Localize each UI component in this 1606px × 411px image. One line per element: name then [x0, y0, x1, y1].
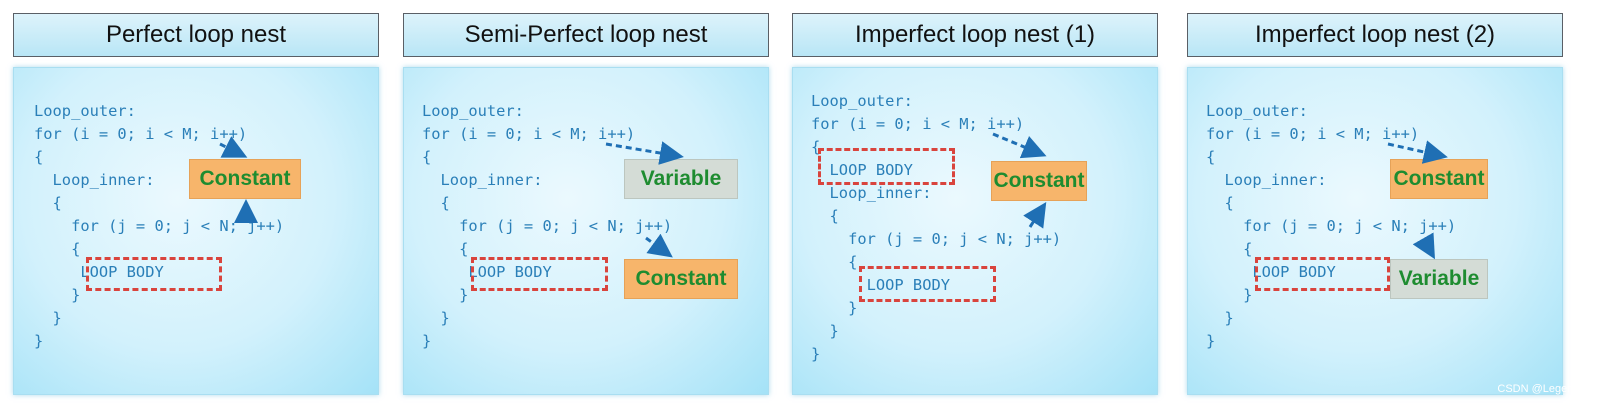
code-box: Loop_outer: for (i = 0; i < M; i++) { Lo… — [13, 67, 379, 395]
code-block: Loop_outer: for (i = 0; i < M; i++) { LO… — [811, 92, 1062, 363]
dependency-arrows — [605, 141, 684, 258]
arrow-m-to-constant — [219, 136, 248, 158]
loop-body-highlight — [86, 257, 222, 291]
panel-semi-perfect-loop-nest: Semi-Perfect loop nest Loop_outer: for (… — [403, 0, 769, 411]
loop-body-highlight — [1255, 257, 1390, 291]
dependency-arrows — [1387, 140, 1448, 260]
panel-title: Semi-Perfect loop nest — [403, 13, 769, 57]
arrow-n-to-constant — [1023, 201, 1047, 229]
constant-tag: Constant — [991, 161, 1087, 201]
loop-body-highlight-outer — [818, 148, 955, 185]
arrow-m-to-variable — [605, 141, 684, 165]
variable-tag: Variable — [1390, 259, 1488, 299]
loop-body-highlight-inner — [859, 266, 996, 302]
panel-imperfect-loop-nest-2: Imperfect loop nest (2) Loop_outer: for … — [1187, 0, 1563, 411]
variable-tag: Variable — [624, 159, 738, 199]
code-block: Loop_outer: for (i = 0; i < M; i++) { Lo… — [1206, 102, 1457, 350]
constant-tag: Constant — [189, 159, 301, 199]
dependency-arrows — [992, 132, 1047, 229]
arrow-n-to-constant — [645, 233, 673, 258]
code-block: Loop_outer: for (i = 0; i < M; i++) { Lo… — [422, 102, 673, 350]
arrow-m-to-constant — [1387, 140, 1448, 164]
code-block: Loop_outer: for (i = 0; i < M; i++) { Lo… — [34, 102, 285, 350]
panel-imperfect-loop-nest-1: Imperfect loop nest (1) Loop_outer: for … — [792, 0, 1158, 411]
panel-title: Imperfect loop nest (2) — [1187, 13, 1563, 57]
watermark: CSDN @Legendyyy — [1497, 383, 1596, 395]
code-box: Loop_outer: for (i = 0; i < M; i++) { LO… — [792, 67, 1158, 395]
panel-perfect-loop-nest: Perfect loop nest Loop_outer: for (i = 0… — [13, 0, 379, 411]
code-box: Loop_outer: for (i = 0; i < M; i++) { Lo… — [1187, 67, 1563, 395]
code-box: Loop_outer: for (i = 0; i < M; i++) { Lo… — [403, 67, 769, 395]
arrow-m-to-constant — [992, 132, 1047, 159]
arrow-n-to-variable — [1412, 232, 1435, 260]
dependency-arrows — [219, 136, 258, 223]
constant-tag: Constant — [624, 259, 738, 299]
loop-body-highlight — [471, 257, 608, 291]
panel-title: Imperfect loop nest (1) — [792, 13, 1158, 57]
panel-title: Perfect loop nest — [13, 13, 379, 57]
